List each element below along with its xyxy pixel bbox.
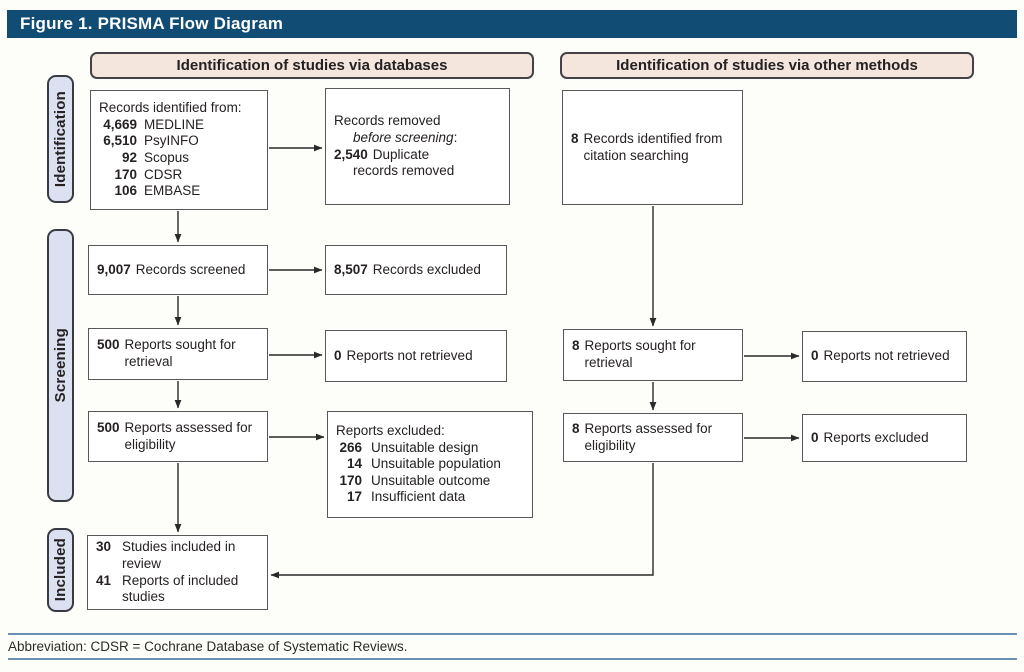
column-header-other-methods: Identification of studies via other meth… [560,52,974,79]
footer-rule-top [8,633,1017,635]
footer-abbreviation: Abbreviation: CDSR = Cochrane Database o… [8,639,408,654]
column-header-other-methods-label: Identification of studies via other meth… [616,57,918,74]
stage-label-included: Included [47,528,74,612]
box-intro: Records identified from: [99,100,242,116]
stage-label-screening: Screening [47,229,74,502]
footer-rule-bottom [8,658,1017,660]
box-intro: Reports excluded: [336,423,445,439]
emphasis-before-screening: before screening [353,129,454,145]
figure-title: Figure 1. PRISMA Flow Diagram [20,14,284,33]
figure-title-bar: Figure 1. PRISMA Flow Diagram [7,10,1017,38]
column-header-databases-label: Identification of studies via databases [176,57,448,74]
column-header-databases: Identification of studies via databases [90,52,534,79]
stage-label-identification: Identification [47,75,74,203]
